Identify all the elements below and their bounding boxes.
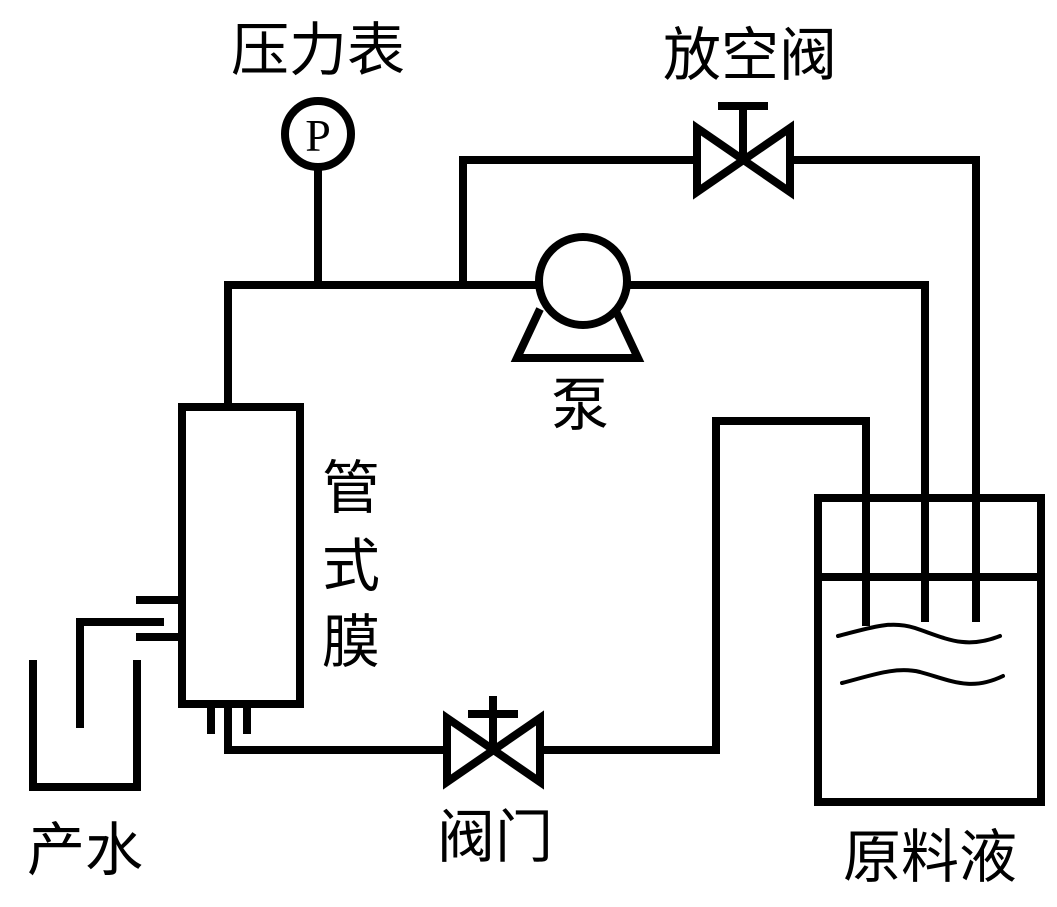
vent-valve bbox=[693, 102, 794, 200]
pipe-membrane-to-valve bbox=[224, 700, 451, 754]
pipes bbox=[76, 156, 980, 754]
liquid-wave-upper bbox=[836, 622, 1002, 645]
label-vent-valve: 放空阀 bbox=[663, 21, 837, 89]
label-product-water: 产水 bbox=[27, 816, 143, 884]
label-feed-solution: 原料液 bbox=[843, 823, 1017, 891]
pipe-product-outlet bbox=[76, 618, 164, 728]
bottom-valve bbox=[443, 696, 544, 790]
product-water-container bbox=[29, 660, 141, 791]
pressure-gauge: P bbox=[281, 97, 355, 171]
pipe-membrane-to-pump bbox=[224, 281, 542, 409]
pump bbox=[510, 233, 645, 362]
feed-tank bbox=[814, 494, 1045, 806]
pump-circle bbox=[535, 233, 631, 329]
pipe-pump-to-tank bbox=[624, 281, 929, 622]
tubular-membrane-module bbox=[178, 403, 304, 708]
pipe-vent-to-tank bbox=[786, 156, 980, 622]
pipe-return-to-tank bbox=[538, 417, 870, 754]
pipe-vent-branch bbox=[459, 156, 701, 289]
feed-tank-outline bbox=[814, 494, 1045, 806]
gauge-circle bbox=[281, 97, 355, 171]
label-pump: 泵 bbox=[551, 371, 609, 439]
label-membrane-3: 膜 bbox=[322, 608, 380, 676]
label-valve: 阀门 bbox=[437, 803, 553, 871]
gauge-symbol: P bbox=[305, 110, 331, 161]
label-pressure-gauge: 压力表 bbox=[231, 16, 405, 84]
label-membrane-2: 式 bbox=[322, 532, 380, 600]
label-membrane-1: 管 bbox=[322, 454, 380, 522]
liquid-wave-lower bbox=[840, 668, 1005, 686]
